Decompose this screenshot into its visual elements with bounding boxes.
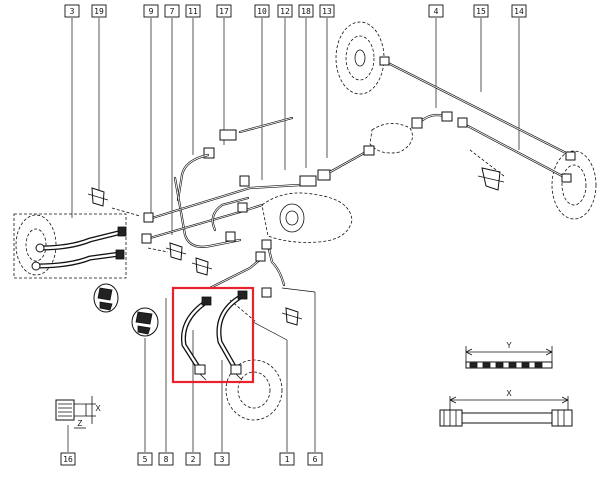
callout-17: 17 bbox=[216, 4, 232, 18]
t-union-4 bbox=[411, 111, 453, 129]
callout-16: 16 bbox=[60, 452, 76, 466]
clip-19 bbox=[87, 187, 109, 207]
fitting-dim-z: Z bbox=[78, 419, 83, 428]
callout-7: 7 bbox=[164, 4, 180, 18]
callout-9: 9 bbox=[143, 4, 159, 18]
front-hose-group-3 bbox=[13, 213, 127, 279]
union-17-18 bbox=[299, 145, 375, 187]
master-cylinder-unit bbox=[261, 123, 413, 243]
pipe-7 bbox=[173, 176, 242, 248]
svg-text:5: 5 bbox=[143, 455, 148, 464]
svg-text:3: 3 bbox=[70, 7, 75, 16]
callout-10: 10 bbox=[254, 4, 270, 18]
highlight-frame bbox=[171, 286, 255, 384]
rear-pipe-15 bbox=[379, 56, 576, 161]
svg-text:11: 11 bbox=[188, 7, 198, 16]
svg-text:7: 7 bbox=[170, 7, 175, 16]
clip-front-1 bbox=[165, 242, 187, 261]
svg-text:12: 12 bbox=[280, 7, 290, 16]
clip-bracket-rear bbox=[477, 167, 505, 191]
rear-right-wheel bbox=[551, 150, 597, 220]
highlighted-hoses-1-2 bbox=[180, 290, 248, 381]
svg-text:10: 10 bbox=[257, 7, 267, 16]
pipe-10 bbox=[141, 175, 264, 244]
callout-8: 8 bbox=[158, 452, 174, 466]
callout-4: 4 bbox=[428, 4, 444, 18]
svg-text:13: 13 bbox=[322, 7, 332, 16]
pipe-11 bbox=[176, 153, 210, 202]
callout-19: 19 bbox=[91, 4, 107, 18]
rear-pipe-14 bbox=[457, 117, 572, 183]
svg-text:17: 17 bbox=[219, 7, 229, 16]
svg-text:4: 4 bbox=[434, 7, 439, 16]
svg-text:19: 19 bbox=[94, 7, 104, 16]
rear-left-wheel bbox=[335, 21, 385, 95]
fitting-dim-x: X bbox=[95, 404, 101, 413]
grommet-lower-5 bbox=[131, 307, 159, 337]
svg-text:1: 1 bbox=[285, 455, 290, 464]
pipe-6 bbox=[208, 239, 286, 298]
callout-15: 15 bbox=[473, 4, 489, 18]
callout-18: 18 bbox=[298, 4, 314, 18]
svg-text:3: 3 bbox=[220, 455, 225, 464]
callout-3-top: 3 bbox=[64, 4, 80, 18]
dimension-y: Y bbox=[465, 341, 553, 369]
callout-11: 11 bbox=[185, 4, 201, 18]
callout-13: 13 bbox=[319, 4, 335, 18]
dim-y-label: Y bbox=[506, 341, 512, 350]
clip-front-2 bbox=[191, 257, 213, 276]
callout-1: 1 bbox=[279, 452, 295, 466]
clip-front-3 bbox=[281, 307, 303, 326]
callout-14: 14 bbox=[511, 4, 527, 18]
svg-text:9: 9 bbox=[149, 7, 154, 16]
svg-text:16: 16 bbox=[63, 455, 73, 464]
callout-12: 12 bbox=[277, 4, 293, 18]
callout-5: 5 bbox=[137, 452, 153, 466]
pipe-12 bbox=[203, 116, 294, 159]
grommet-upper bbox=[93, 283, 119, 313]
callout-3-bottom: 3 bbox=[214, 452, 230, 466]
dimension-x: X bbox=[439, 389, 573, 427]
fitting-detail-16: X Z bbox=[55, 396, 101, 429]
svg-text:15: 15 bbox=[476, 7, 486, 16]
pipe-9 bbox=[143, 183, 302, 223]
svg-text:14: 14 bbox=[514, 7, 524, 16]
dim-x-label: X bbox=[506, 389, 512, 398]
svg-text:6: 6 bbox=[313, 455, 318, 464]
svg-text:2: 2 bbox=[191, 455, 196, 464]
callout-leaders bbox=[67, 18, 520, 452]
callout-2: 2 bbox=[185, 452, 201, 466]
svg-text:18: 18 bbox=[301, 7, 311, 16]
svg-text:8: 8 bbox=[164, 455, 169, 464]
callout-6: 6 bbox=[307, 452, 323, 466]
